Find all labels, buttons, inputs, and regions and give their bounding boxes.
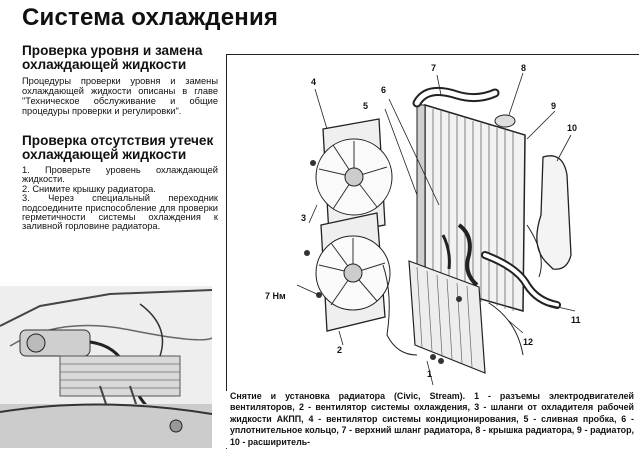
cooling-fan <box>315 212 391 332</box>
pressure-tester-illustration <box>0 286 212 448</box>
page-title: Система охлаждения <box>22 4 279 31</box>
installed-radiator <box>382 260 524 374</box>
callout-6: 6 <box>381 85 387 95</box>
paragraph-coolant-level: Процедуры проверки уровня и замены охлаж… <box>22 76 218 116</box>
section-leak-check: Проверка отсутствия утечек охлаждающей ж… <box>22 134 218 232</box>
heading-coolant-level: Проверка уровня и замена охлаждающей жид… <box>22 43 203 72</box>
callout-9: 9 <box>551 101 557 111</box>
reservoir-tank <box>536 155 572 270</box>
callout-12: 12 <box>523 337 534 347</box>
ac-fan <box>315 118 393 236</box>
callout-8: 8 <box>521 63 527 73</box>
callout-10: 10 <box>567 123 578 133</box>
callout-7: 7 <box>431 63 437 73</box>
callout-1: 1 <box>427 369 433 379</box>
callout-4: 4 <box>311 77 317 87</box>
radiator-cap <box>494 114 516 128</box>
callout-2: 2 <box>337 345 343 355</box>
callout-5: 5 <box>363 101 369 111</box>
radiator-diagram-frame: 4 6 5 7 8 9 10 3 7 Нм 2 1 11 12 <box>226 54 639 449</box>
leak-check-steps: 1. Проверьте уровень охлаждающей жидкост… <box>22 165 218 232</box>
radiator-diagram <box>296 72 576 386</box>
callout-3: 3 <box>301 213 307 223</box>
step-2: 2. Снимите крышку радиатора. <box>22 183 156 194</box>
callout-11: 11 <box>571 315 581 325</box>
callout-torque: 7 Нм <box>265 291 286 301</box>
step-3: 3. Через специальный переходник подсоеди… <box>22 193 218 232</box>
diagram-caption: Снятие и установка радиатора (Civic, Str… <box>226 391 638 449</box>
heading-leak-check: Проверка отсутствия утечек охлаждающей ж… <box>22 133 214 162</box>
left-column: Проверка уровня и замена охлаждающей жид… <box>22 44 218 232</box>
pressure-tester-photo <box>0 286 212 448</box>
step-1: 1. Проверьте уровень охлаждающей жидкост… <box>22 165 218 185</box>
